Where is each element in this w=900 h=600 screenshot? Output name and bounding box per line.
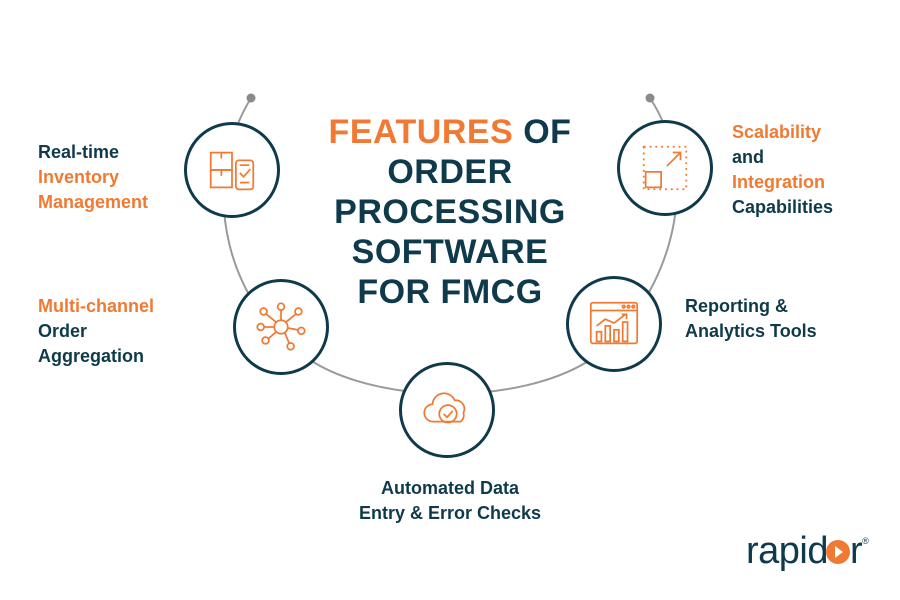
title-accent: FEATURES: [328, 113, 514, 151]
cloud-check-icon: [423, 392, 466, 424]
network-hub-icon: [256, 302, 306, 351]
diagram-title: FEATURES OF ORDER PROCESSING SOFTWARE FO…: [300, 112, 600, 312]
play-dot-icon: [826, 539, 850, 564]
scale-expand-icon: [642, 145, 688, 191]
scalability-label: Scalability and Integration Capabilities: [732, 122, 834, 217]
analytics-chart-icon: [589, 301, 639, 345]
inventory-node: [184, 122, 280, 218]
title-line-4: SOFTWARE: [351, 233, 549, 271]
inventory-boxes-icon: [209, 151, 255, 191]
reporting-label: Reporting & Analytics Tools: [685, 296, 817, 341]
scalability-node: [617, 120, 713, 216]
multichannel-label: Multi-channel Order Aggregation: [38, 296, 154, 366]
automated-node: [399, 362, 495, 458]
arc-end-dot-right: [645, 93, 655, 103]
reporting-node: [566, 276, 662, 372]
automated-label: Automated Data Entry & Error Checks: [358, 478, 542, 523]
title-line-3: PROCESSING: [334, 193, 566, 231]
title-line-2: ORDER: [387, 153, 513, 191]
arc-end-dot-left: [246, 93, 256, 103]
inventory-label: Real-time Inventory Management: [38, 142, 149, 212]
multichannel-node: [233, 279, 329, 375]
title-line-5: FOR FMCG: [357, 273, 543, 311]
